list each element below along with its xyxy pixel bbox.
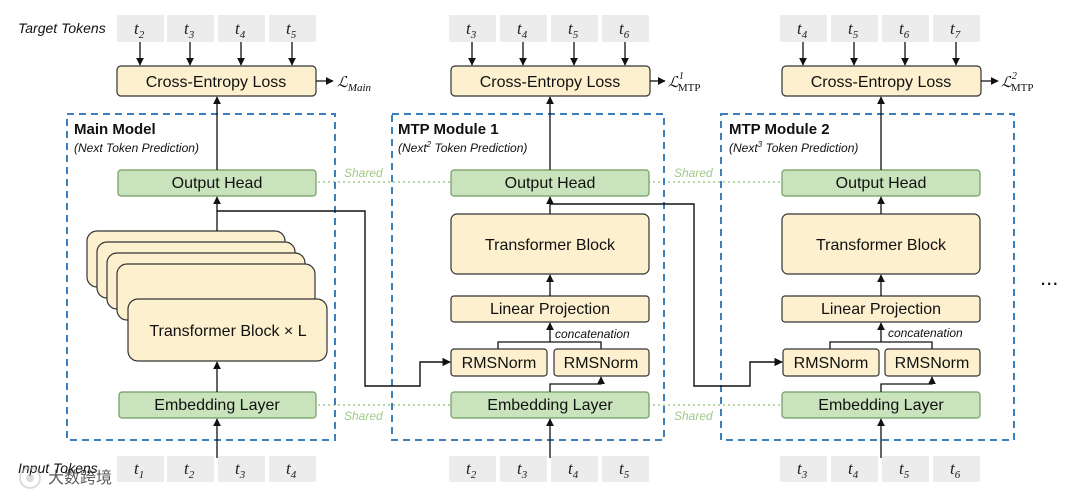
mtp2-title: MTP Module 2 (729, 121, 830, 138)
token: t5 (619, 459, 630, 481)
main-input-tokens: t1 t2 t3 t4 (117, 456, 316, 482)
main-transformer-stack: Transformer Block × L (86, 230, 328, 362)
main-model-subtitle: (Next Token Prediction) (74, 141, 199, 155)
token: t3 (517, 459, 528, 481)
token: t4 (517, 19, 528, 41)
main-model-border (66, 113, 336, 441)
token: t7 (950, 19, 961, 41)
mtp1-linear-label: Linear Projection (490, 301, 610, 318)
main-model-title: Main Model (74, 121, 156, 138)
mtp1-rmsnorm-right (553, 348, 650, 377)
token: t2 (466, 459, 477, 481)
token: t3 (235, 459, 246, 481)
mtp1-embedding-label: Embedding Layer (487, 397, 613, 414)
main-transformer-label: Transformer Block × L (149, 323, 306, 340)
mtp2-embedding-label: Embedding Layer (818, 397, 944, 414)
token: t2 (134, 19, 145, 41)
ellipsis: ... (1040, 265, 1058, 290)
mtp2-transformer-label: Transformer Block (816, 237, 947, 254)
main-target-tokens: t2 t3 t4 t5 (117, 15, 316, 42)
mtp2-rmsnorm-left (782, 348, 880, 377)
mtp2-output-head-label: Output Head (836, 175, 927, 192)
mtp-module-1: MTP Module 1 (Next2 Token Prediction) t3… (391, 15, 700, 482)
main-output-head-label: Output Head (172, 175, 263, 192)
main-loss-label: Cross-Entropy Loss (146, 74, 287, 91)
mtp1-transformer-label: Transformer Block (485, 237, 616, 254)
token: t5 (286, 19, 297, 41)
token: t4 (568, 459, 579, 481)
mtp2-subtitle: (Next3 Token Prediction) (729, 140, 858, 155)
mtp2-border (720, 113, 1015, 441)
shared-label-head-1: Shared (344, 166, 383, 180)
mtp1-target-tokens: t3 t4 t5 t6 (449, 15, 649, 42)
mtp2-rmsnorm-right (884, 348, 981, 377)
shared-lines (318, 181, 782, 406)
main-model: Main Model (Next Token Prediction) t2 t3… (66, 15, 372, 482)
token: t4 (848, 459, 859, 481)
mtp2-linear-label: Linear Projection (821, 301, 941, 318)
watermark-logo-icon (19, 467, 41, 489)
token: t3 (797, 459, 808, 481)
token: t6 (899, 19, 910, 41)
target-tokens-label: Target Tokens (18, 20, 106, 36)
token: t5 (848, 19, 859, 41)
mtp1-rmsnorm-left-label: RMSNorm (462, 355, 537, 372)
token: t6 (950, 459, 961, 481)
watermark-text: 大数跨境 (48, 468, 112, 487)
mtp1-input-tokens: t2 t3 t4 t5 (449, 456, 649, 482)
token: t4 (797, 19, 808, 41)
mtp1-rmsnorm-left (450, 348, 548, 377)
mtp1-loss-label: Cross-Entropy Loss (480, 74, 621, 91)
mtp2-target-tokens: t4 t5 t6 t7 (780, 15, 980, 42)
shared-label-emb-1: Shared (344, 409, 383, 423)
mtp2-rmsnorm-right-label: RMSNorm (895, 355, 970, 372)
mtp-module-2: MTP Module 2 (Next3 Token Prediction) t4… (720, 15, 1033, 482)
token: t2 (184, 459, 195, 481)
mtp1-concat-label: concatenation (555, 327, 630, 341)
mtp2-loss-label: Cross-Entropy Loss (811, 74, 952, 91)
token: t4 (235, 19, 246, 41)
token: t5 (568, 19, 579, 41)
cross-module-connections (217, 203, 783, 387)
mtp1-output-head-label: Output Head (505, 175, 596, 192)
mtp1-border (391, 113, 665, 441)
token: t5 (899, 459, 910, 481)
token: t3 (184, 19, 195, 41)
mtp1-rmsnorm-right-label: RMSNorm (564, 355, 639, 372)
token: t1 (134, 459, 144, 481)
token: t4 (286, 459, 297, 481)
main-loss-symbol: ℒMain (337, 75, 372, 94)
mtp1-title: MTP Module 1 (398, 121, 499, 138)
mtp1-subtitle: (Next2 Token Prediction) (398, 140, 527, 155)
shared-label-head-2: Shared (674, 166, 713, 180)
token: t3 (466, 19, 477, 41)
mtp2-concat-label: concatenation (888, 326, 963, 340)
main-embedding-label: Embedding Layer (154, 397, 280, 414)
shared-label-emb-2: Shared (674, 409, 713, 423)
mtp2-input-tokens: t3 t4 t5 t6 (780, 456, 980, 482)
token: t6 (619, 19, 630, 41)
mtp2-rmsnorm-left-label: RMSNorm (794, 355, 869, 372)
